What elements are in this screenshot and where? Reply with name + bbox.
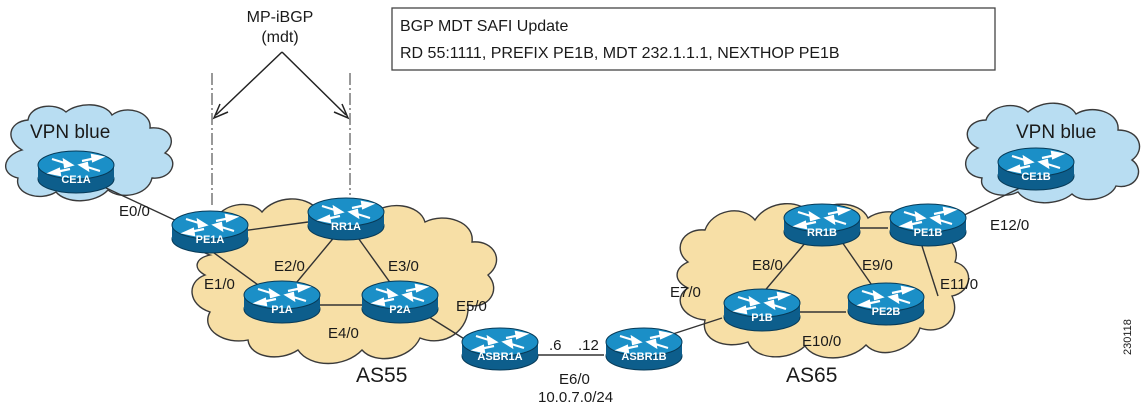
- iface-e11: E11/0: [940, 276, 978, 293]
- router-rr1b-label: RR1B: [807, 227, 837, 239]
- router-p1b-label: P1B: [751, 312, 772, 324]
- router-asbr1b-icon: [604, 326, 684, 372]
- link-right-address: .12: [578, 337, 599, 354]
- link-left-address: .6: [549, 337, 562, 354]
- router-p2a-icon: [360, 279, 440, 325]
- router-pe2b-icon: [846, 281, 926, 327]
- iface-e0: E0/0: [119, 203, 150, 220]
- links: [103, 185, 1025, 356]
- router-asbr1a-icon: [460, 326, 540, 372]
- mp-ibgp-arrows: [212, 51, 350, 120]
- mp-ibgp-label: MP-iBGP: [247, 9, 314, 26]
- router-pe2b-label: PE2B: [872, 306, 901, 318]
- as65-label: AS65: [786, 364, 837, 387]
- router-rr1a-label: RR1A: [331, 221, 361, 233]
- iface-e6: E6/0: [559, 371, 590, 388]
- router-asbr1a-label: ASBR1A: [477, 351, 522, 363]
- vpn-blue-right-label: VPN blue: [1016, 122, 1096, 143]
- link-subnet: 10.0.7.0/24: [538, 389, 613, 406]
- iface-e1: E1/0: [204, 276, 235, 293]
- iface-e12: E12/0: [990, 217, 1029, 234]
- router-pe1b-label: PE1B: [914, 227, 943, 239]
- router-p1a-icon: [242, 279, 322, 325]
- vpn-blue-left-label: VPN blue: [30, 122, 110, 143]
- iface-e9: E9/0: [862, 257, 893, 274]
- router-pe1b-icon: [888, 202, 968, 248]
- iface-e10: E10/0: [802, 333, 841, 350]
- router-rr1b-icon: [782, 202, 862, 248]
- bgp-update-detail: RD 55:1111, PREFIX PE1B, MDT 232.1.1.1, …: [400, 45, 840, 62]
- router-ce1a-label: CE1A: [61, 174, 90, 186]
- iface-e2: E2/0: [274, 258, 305, 275]
- bgp-update-box: [391, 7, 996, 71]
- router-asbr1b-label: ASBR1B: [621, 351, 666, 363]
- router-rr1a-icon: [306, 196, 386, 242]
- iface-e3: E3/0: [388, 258, 419, 275]
- as55-label: AS55: [356, 364, 407, 387]
- router-ce1a-icon: [36, 149, 116, 195]
- iface-e4: E4/0: [328, 325, 359, 342]
- bgp-update-title: BGP MDT SAFI Update: [400, 18, 568, 35]
- figure-id: 230118: [1122, 319, 1134, 355]
- router-ce1b-icon: [996, 146, 1076, 192]
- router-p2a-label: P2A: [389, 304, 410, 316]
- router-p1a-label: P1A: [271, 304, 292, 316]
- router-pe1a-label: PE1A: [196, 234, 225, 246]
- iface-e8: E8/0: [752, 257, 783, 274]
- router-p1b-icon: [722, 287, 802, 333]
- router-pe1a-icon: [170, 209, 250, 255]
- mp-ibgp-mdt-label: (mdt): [261, 29, 298, 46]
- iface-e7: E7/0: [670, 284, 701, 301]
- iface-e5: E5/0: [456, 298, 487, 315]
- router-ce1b-label: CE1B: [1021, 171, 1050, 183]
